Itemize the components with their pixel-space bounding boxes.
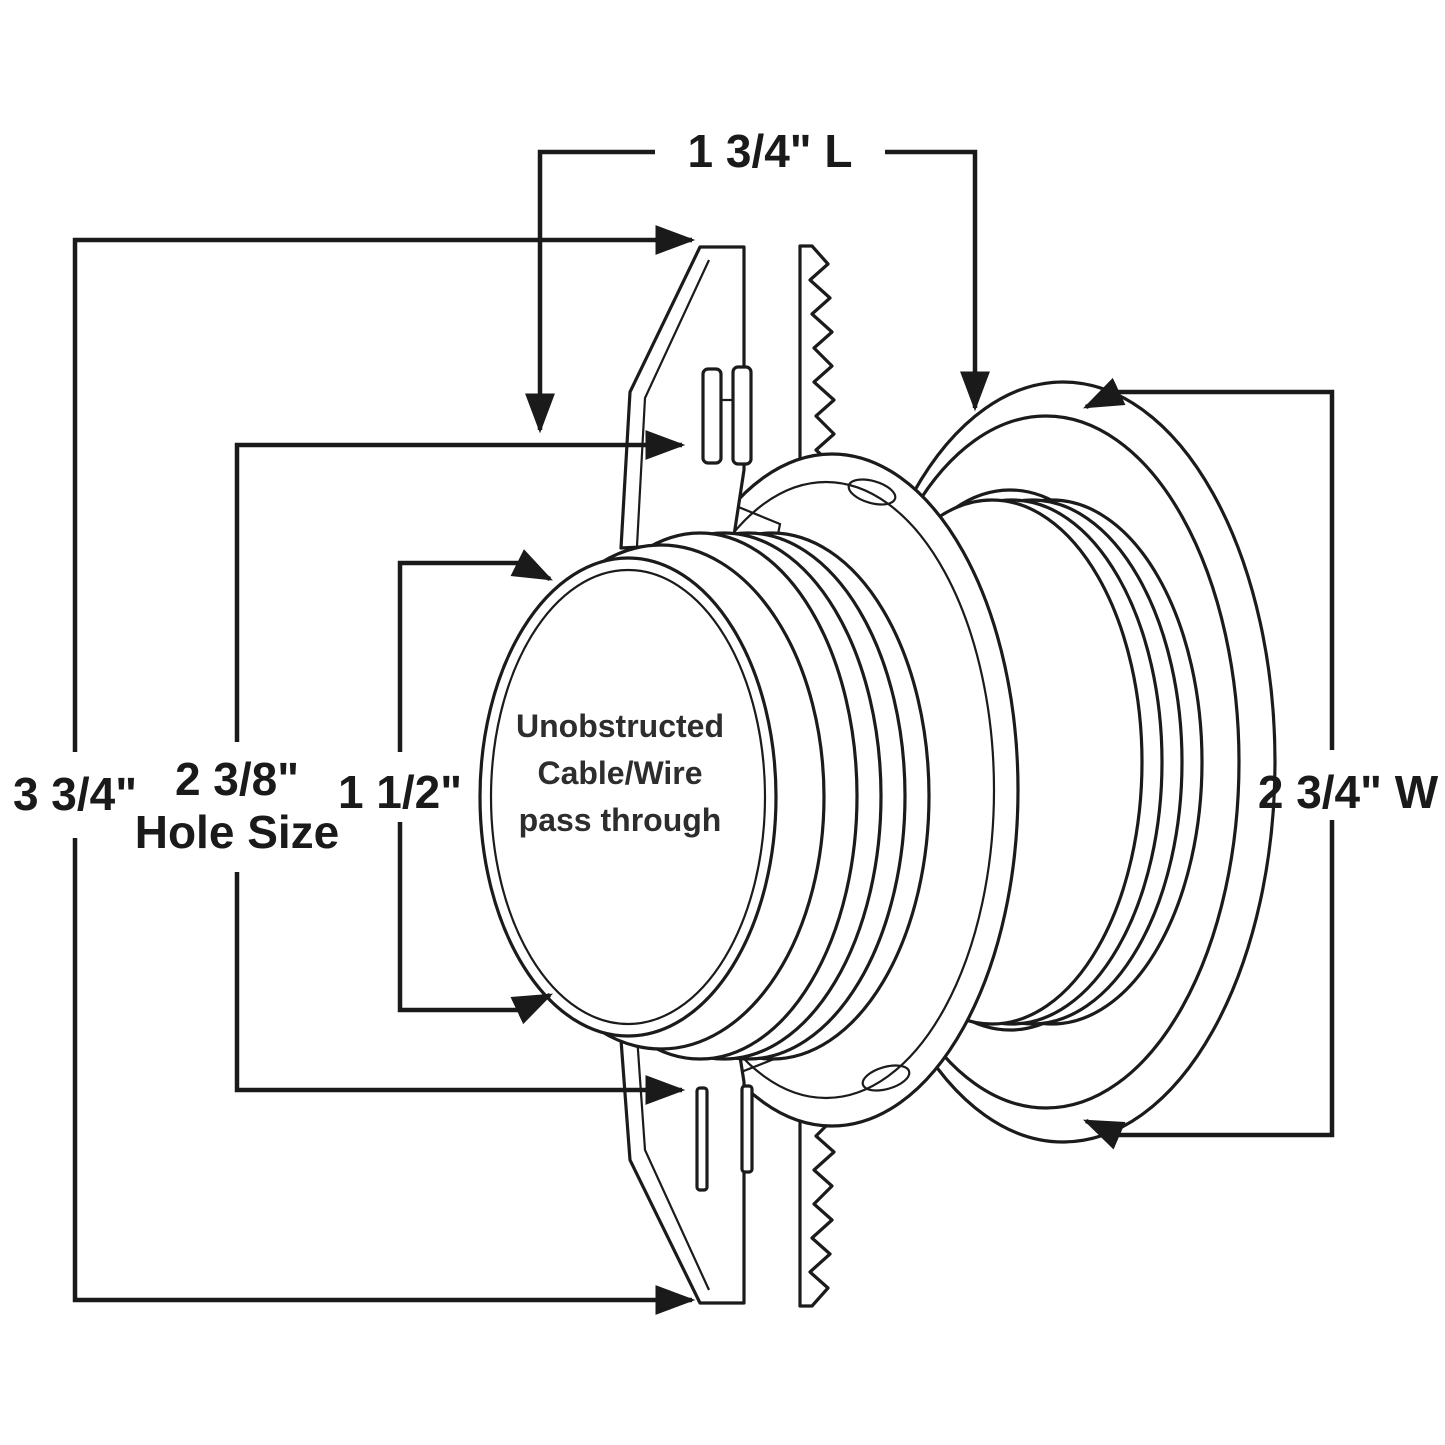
screw-slot-top: [847, 478, 897, 506]
dim-label-clearance: 1 1/2": [338, 766, 462, 818]
front-cap: [478, 543, 826, 1051]
dimension-top-length: 1 3/4" L: [525, 125, 990, 434]
dim-line: [234, 430, 686, 742]
cap-label-line3: pass through: [519, 802, 722, 838]
dimension-overall-height: 3 3/4": [13, 225, 696, 1315]
clips-and-prongs: [695, 365, 754, 1192]
dim-line: [234, 872, 686, 1105]
dim-line: [1082, 377, 1335, 750]
dim-line: [397, 549, 553, 752]
dim-label-overall: 3 3/4": [13, 768, 137, 820]
dimension-hole-size: 2 3/8" Hole Size: [135, 430, 686, 1105]
dim-line: [1082, 820, 1335, 1150]
dim-line: [72, 838, 696, 1315]
wing-top-thickness: [635, 259, 710, 547]
prong-bottom-left: [695, 1086, 709, 1192]
cap-face: [478, 556, 778, 1038]
dim-label-hole-size-caption: Hole Size: [135, 806, 340, 858]
cap-label: Unobstructed Cable/Wire pass through: [516, 708, 724, 838]
clip-top-left: [701, 367, 723, 465]
dimension-inner-clearance: 1 1/2": [338, 549, 554, 1025]
screw-slot-bottom: [861, 1064, 911, 1092]
dim-line: [885, 149, 990, 412]
cap-label-line2: Cable/Wire: [537, 755, 702, 791]
dim-line: [72, 225, 696, 752]
dim-label-length: 1 3/4" L: [688, 125, 853, 177]
dimension-width: 2 3/4" W: [1082, 377, 1439, 1150]
wing-bottom-thickness: [635, 1035, 711, 1291]
dim-line: [397, 822, 554, 1025]
clip-top-right: [731, 365, 753, 466]
prong-bottom-right: [740, 1084, 754, 1174]
dim-label-width: 2 3/4" W: [1258, 766, 1439, 818]
dim-label-hole-size: 2 3/8": [175, 753, 299, 805]
dim-line: [525, 149, 655, 434]
cable-grommet-drawing: Unobstructed Cable/Wire pass through: [478, 244, 1277, 1308]
cap-label-line1: Unobstructed: [516, 708, 724, 744]
cap-face-inner: [489, 568, 767, 1026]
